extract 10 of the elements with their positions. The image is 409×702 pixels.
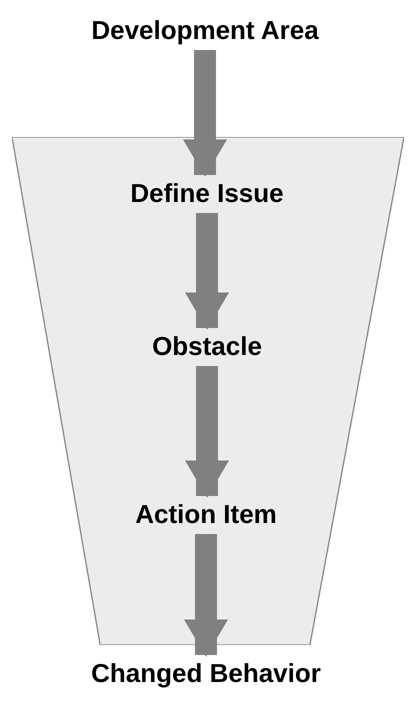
arrow — [185, 366, 229, 498]
step-label: Changed Behavior — [82, 657, 330, 691]
funnel-shape — [12, 137, 404, 645]
arrow — [185, 213, 229, 330]
step-label: Action Item — [102, 498, 310, 532]
step-label: Obstacle — [137, 330, 277, 364]
step-label: Define Issue — [107, 177, 307, 211]
step-label: Development Area — [80, 14, 330, 48]
arrow — [184, 534, 228, 657]
arrow — [183, 50, 227, 177]
